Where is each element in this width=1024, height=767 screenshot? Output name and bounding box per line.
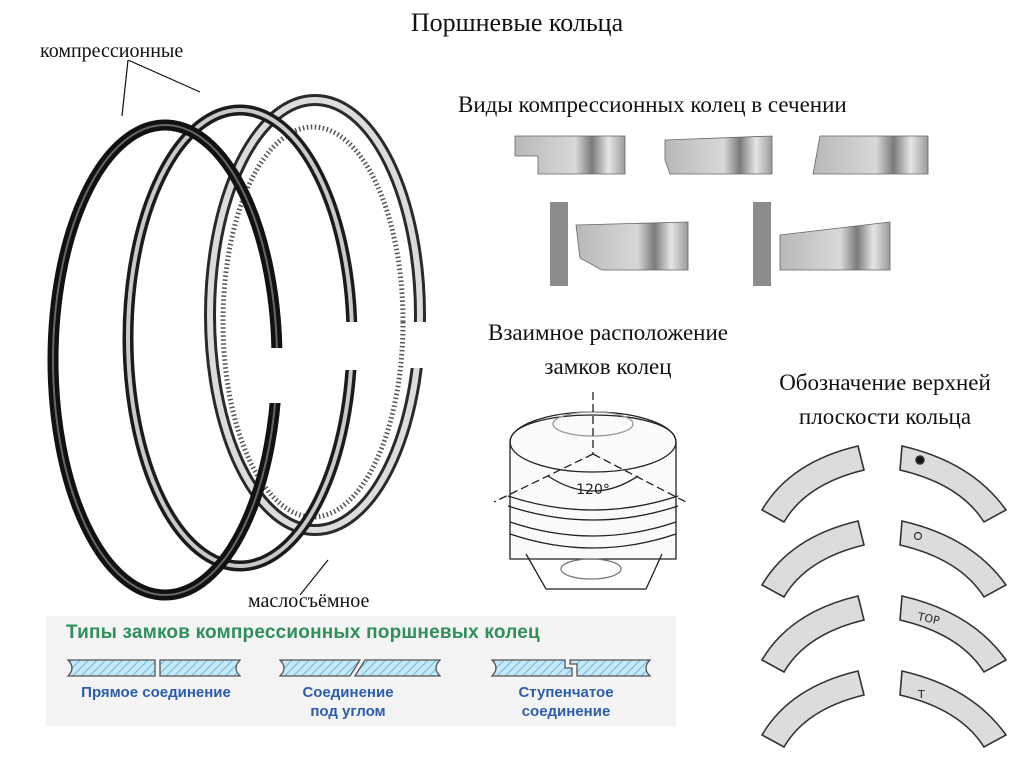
- top-mark-heading-2: плоскости кольца: [798, 404, 972, 429]
- lock-types-diagram: [66, 659, 652, 677]
- compression-ring-1: [47, 119, 283, 601]
- lock-arrangement-heading: Взаимное расположение: [488, 320, 728, 345]
- top-mark-heading: Обозначение верхней: [779, 370, 991, 395]
- section-types-heading: Виды компрессионных колец в сечении: [458, 92, 847, 117]
- mark-t-text: T: [917, 688, 925, 701]
- ring-gap: [336, 322, 360, 370]
- ring-gap: [410, 322, 436, 368]
- piston-lock-diagram: 120°: [493, 392, 687, 590]
- section-profile-1: [514, 135, 626, 175]
- section-profile-4: [550, 202, 689, 286]
- lock-types-title: Типы замков компрессионных поршневых кол…: [66, 622, 540, 643]
- lock-stepped-joint: [490, 659, 652, 677]
- section-profile-5: [753, 202, 891, 286]
- lock-angled-label: Соединение под углом: [302, 684, 394, 720]
- mark-top-text: TOP: [916, 610, 942, 628]
- piston-rings-illustration: [47, 60, 436, 601]
- oil-scraper-label: маслосъёмное: [248, 590, 370, 612]
- lock-straight-label: Прямое соединение: [81, 684, 231, 701]
- ring-section-profiles: [514, 135, 929, 286]
- lock-straight-joint: [66, 659, 242, 677]
- compression-label: компрессионные: [40, 40, 184, 62]
- angle-label: 120°: [576, 482, 610, 498]
- section-profile-3: [812, 135, 929, 175]
- ring-mark-circle: [760, 520, 1008, 599]
- oil-scraper-ring: [204, 94, 426, 536]
- ring-gap: [266, 348, 292, 403]
- ring-mark-dot: [760, 445, 1008, 524]
- lock-angled-joint: [278, 659, 442, 677]
- ring-top-marks: TOP T: [760, 445, 1008, 749]
- ring-mark-t: [760, 670, 1008, 749]
- lock-stepped-label: Ступенчатое соединение: [518, 684, 614, 720]
- ring-mark-top: [760, 595, 1008, 674]
- section-profile-2: [664, 135, 773, 175]
- lock-arrangement-heading-2: замков колец: [544, 354, 672, 379]
- page-title: Поршневые кольца: [410, 8, 624, 37]
